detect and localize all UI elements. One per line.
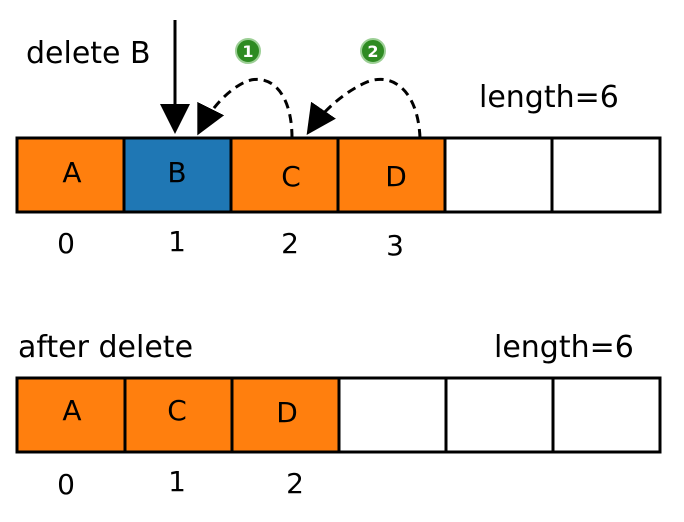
top-index-0: 0 — [57, 227, 75, 260]
after-delete-caption: after delete — [18, 330, 193, 365]
top-cell-label-3: D — [385, 160, 407, 193]
bottom-array: A C D — [15, 376, 662, 454]
bottom-cell-label-1: C — [167, 394, 187, 427]
delete-caption: delete B — [26, 36, 151, 71]
step-badge-1: 1 — [235, 38, 261, 64]
bottom-cell-5 — [551, 376, 662, 454]
bottom-cell-4 — [444, 376, 555, 454]
top-cell-label-1: B — [167, 156, 186, 189]
bottom-index-1: 1 — [168, 465, 186, 498]
bottom-cell-1 — [123, 376, 234, 454]
top-cell-4 — [443, 136, 554, 214]
top-cell-label-2: C — [281, 160, 301, 193]
svg-text:2: 2 — [367, 42, 378, 61]
bottom-length-label: length=6 — [494, 330, 634, 365]
bottom-index-2: 2 — [286, 467, 304, 500]
bottom-cell-label-2: D — [276, 396, 298, 429]
bottom-cell-label-0: A — [62, 394, 81, 427]
shift-arrow-d-to-c — [306, 77, 422, 139]
top-cell-3 — [336, 136, 447, 214]
step-badge-2: 2 — [360, 38, 386, 64]
svg-text:1: 1 — [242, 42, 253, 61]
top-cell-label-0: A — [62, 156, 81, 189]
bottom-index-0: 0 — [57, 468, 75, 501]
top-length-label: length=6 — [479, 80, 619, 115]
top-cell-5 — [550, 136, 662, 214]
top-cell-2 — [229, 136, 340, 214]
top-cell-1 — [122, 136, 233, 214]
top-cell-0 — [15, 136, 126, 214]
top-index-1: 1 — [168, 225, 186, 258]
top-index-3: 3 — [386, 229, 404, 262]
shift-arrow-c-to-b — [197, 77, 294, 139]
top-array: A B C D — [15, 136, 662, 214]
top-index-2: 2 — [281, 227, 299, 260]
bottom-cell-3 — [337, 376, 448, 454]
bottom-cell-0 — [15, 376, 127, 454]
